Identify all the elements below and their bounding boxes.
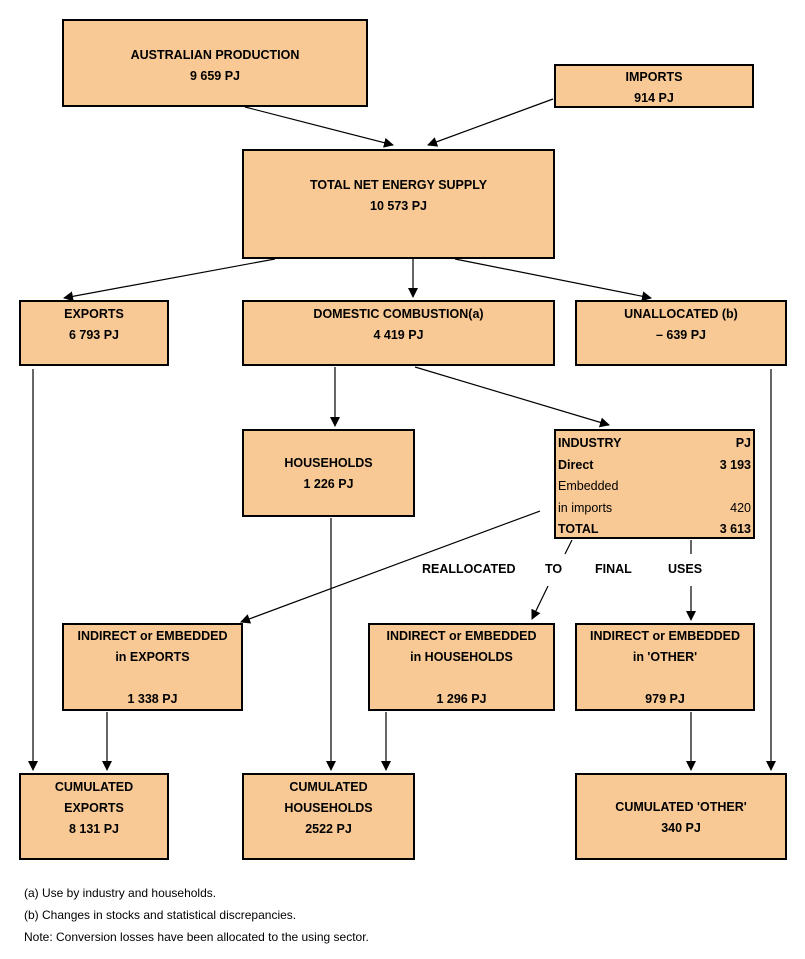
industry-total-value: 3 613 xyxy=(719,522,751,536)
indirect-other-line1: INDIRECT or EMBEDDED xyxy=(589,629,740,643)
industry-direct-value: 3 193 xyxy=(719,457,751,472)
unallocated-title: UNALLOCATED (b) xyxy=(624,307,738,321)
imports-title: IMPORTS xyxy=(625,70,683,84)
indirect-households-value: 1 296 PJ xyxy=(436,692,487,706)
industry-imports-value: 420 xyxy=(730,500,751,515)
indirect-exports-line1: INDIRECT or EMBEDDED xyxy=(77,629,228,643)
unallocated-box: UNALLOCATED (b) – 639 PJ xyxy=(575,300,787,366)
indirect-households-line1: INDIRECT or EMBEDDED xyxy=(386,629,537,643)
cum-other-value: 340 PJ xyxy=(661,821,701,835)
supply-title: TOTAL NET ENERGY SUPPLY xyxy=(309,178,488,192)
production-value: 9 659 PJ xyxy=(189,69,241,83)
cum-exports-line2: EXPORTS xyxy=(64,801,124,815)
industry-table: INDUSTRY PJ Direct 3 193 Embedded in imp… xyxy=(554,429,755,539)
supply-value: 10 573 PJ xyxy=(370,199,427,213)
industry-total-label: TOTAL xyxy=(558,522,599,536)
arrow-supply-to-exports xyxy=(63,258,276,302)
exports-title: EXPORTS xyxy=(64,307,124,321)
footnote-a: (a) Use by industry and households. xyxy=(24,886,217,900)
australian-production-box: AUSTRALIAN PRODUCTION 9 659 PJ xyxy=(62,19,368,107)
arrow-production-to-supply xyxy=(244,106,394,148)
arrow-domestic-to-industry xyxy=(414,366,610,428)
arrow-imports-to-supply xyxy=(427,98,554,147)
footnote-note: Note: Conversion losses have been alloca… xyxy=(24,930,369,944)
cumulated-households-box: CUMULATED HOUSEHOLDS 2522 PJ xyxy=(242,773,415,860)
indirect-exports-line2: in EXPORTS xyxy=(115,650,190,664)
industry-direct-label: Direct xyxy=(558,457,594,472)
cum-exports-value: 8 131 PJ xyxy=(68,822,120,836)
exports-value: 6 793 PJ xyxy=(68,328,120,342)
arrow-industry-to-indirect-exports xyxy=(240,510,541,624)
domestic-combustion-box: DOMESTIC COMBUSTION(a) 4 419 PJ xyxy=(242,300,555,366)
imports-box: IMPORTS 914 PJ xyxy=(554,64,754,108)
households-title: HOUSEHOLDS xyxy=(284,456,373,470)
indirect-other-value: 979 PJ xyxy=(645,692,685,706)
cum-households-value: 2522 PJ xyxy=(305,822,352,836)
imports-value: 914 PJ xyxy=(634,91,674,105)
indirect-households-line2: in HOUSEHOLDS xyxy=(410,650,513,664)
exports-box: EXPORTS 6 793 PJ xyxy=(19,300,169,366)
indirect-other-box: INDIRECT or EMBEDDED in 'OTHER' 979 PJ xyxy=(575,623,755,711)
footnote-b: (b) Changes in stocks and statistical di… xyxy=(24,908,297,922)
caption-to: TO xyxy=(545,562,563,576)
arrow-industry-to-indirect-households-a xyxy=(564,539,573,555)
caption-reallocated: REALLOCATED xyxy=(422,562,516,576)
cumulated-exports-box: CUMULATED EXPORTS 8 131 PJ xyxy=(19,773,169,860)
arrow-industry-to-indirect-households-b xyxy=(531,585,549,620)
caption-final: FINAL xyxy=(595,562,632,576)
indirect-exports-box: INDIRECT or EMBEDDED in EXPORTS 1 338 PJ xyxy=(62,623,243,711)
cum-exports-line1: CUMULATED xyxy=(54,780,134,794)
households-box: HOUSEHOLDS 1 226 PJ xyxy=(242,429,415,517)
indirect-exports-value: 1 338 PJ xyxy=(127,692,178,706)
households-value: 1 226 PJ xyxy=(303,477,354,491)
industry-unit: PJ xyxy=(735,436,751,450)
industry-embedded-label: Embedded xyxy=(558,479,619,493)
industry-imports-label: in imports xyxy=(558,500,613,515)
indirect-households-box: INDIRECT or EMBEDDED in HOUSEHOLDS 1 296… xyxy=(368,623,555,711)
unallocated-value: – 639 PJ xyxy=(655,328,707,342)
production-title: AUSTRALIAN PRODUCTION xyxy=(130,48,300,62)
industry-header: INDUSTRY xyxy=(558,436,622,450)
arrow-supply-to-unallocated xyxy=(454,258,652,302)
domestic-value: 4 419 PJ xyxy=(373,328,424,342)
total-net-energy-supply-box: TOTAL NET ENERGY SUPPLY 10 573 PJ xyxy=(242,149,555,259)
caption-uses: USES xyxy=(668,562,703,576)
cumulated-other-box: CUMULATED 'OTHER' 340 PJ xyxy=(575,773,787,860)
indirect-other-line2: in 'OTHER' xyxy=(632,650,698,664)
cum-other-line1: CUMULATED 'OTHER' xyxy=(615,800,747,814)
cum-households-line1: CUMULATED xyxy=(289,780,368,794)
cum-households-line2: HOUSEHOLDS xyxy=(284,801,373,815)
domestic-title: DOMESTIC COMBUSTION(a) xyxy=(313,307,484,321)
